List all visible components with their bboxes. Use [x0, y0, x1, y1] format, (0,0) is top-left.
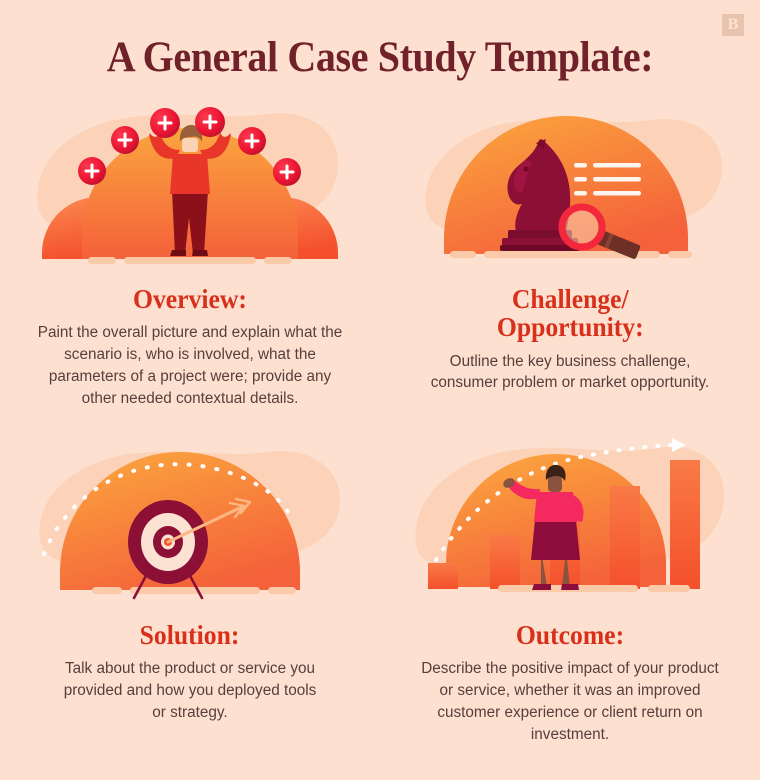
section-heading-solution: Solution:: [140, 620, 240, 650]
bar-4: [610, 486, 640, 589]
target-arrow-illustration: [30, 432, 350, 607]
trajectory-dots: [42, 462, 290, 556]
growth-arrowhead: [672, 438, 686, 452]
chess-knight-magnifier-illustration: [410, 96, 730, 271]
ground-bars: [498, 585, 690, 592]
section-body-challenge: Outline the key business challenge, cons…: [430, 352, 710, 392]
section-body-outcome: Describe the positive impact of your pro…: [421, 660, 719, 743]
section-heading-outcome: Outcome:: [515, 620, 625, 650]
section-heading-overview: Overview:: [133, 284, 247, 314]
section-heading-challenge-line1: Challenge/: [511, 284, 629, 314]
growth-dots: [434, 443, 674, 562]
bar-1: [428, 563, 458, 589]
magnifier-icon: [558, 203, 641, 259]
growth-chart-person-illustration: [410, 432, 730, 607]
section-body-overview: Paint the overall picture and explain wh…: [37, 324, 343, 407]
section-heading-challenge: Challenge/ Opportunity:: [497, 285, 644, 342]
brand-logo-letter: B: [727, 16, 739, 33]
bottom-edge: [0, 780, 760, 784]
section-challenge: Challenge/ Opportunity: Outline the key …: [380, 96, 760, 432]
chess-knight-icon: [500, 139, 580, 251]
plus-balls: [78, 107, 301, 186]
ground-bars: [92, 587, 296, 594]
section-heading-challenge-line2: Opportunity:: [496, 312, 644, 343]
section-solution: Solution: Talk about the product or serv…: [0, 432, 380, 768]
page-title: A General Case Study Template:: [106, 34, 654, 81]
section-outcome: Outcome: Describe the positive impact of…: [380, 432, 760, 768]
bar-2: [490, 535, 520, 589]
sections-grid: Overview: Paint the overall picture and …: [0, 96, 760, 768]
presenter-figure: [503, 464, 584, 590]
bar-5: [670, 460, 700, 589]
juggler-figure: [148, 121, 232, 256]
list-lines-icon: [574, 163, 641, 196]
juggling-person-illustration: [30, 96, 350, 271]
brand-logo-badge: B: [722, 14, 744, 36]
ground-bars: [88, 257, 292, 264]
arrow-icon: [166, 497, 252, 544]
section-overview: Overview: Paint the overall picture and …: [0, 96, 380, 432]
section-body-solution: Talk about the product or service you pr…: [63, 660, 317, 721]
ground-bars: [450, 251, 692, 258]
